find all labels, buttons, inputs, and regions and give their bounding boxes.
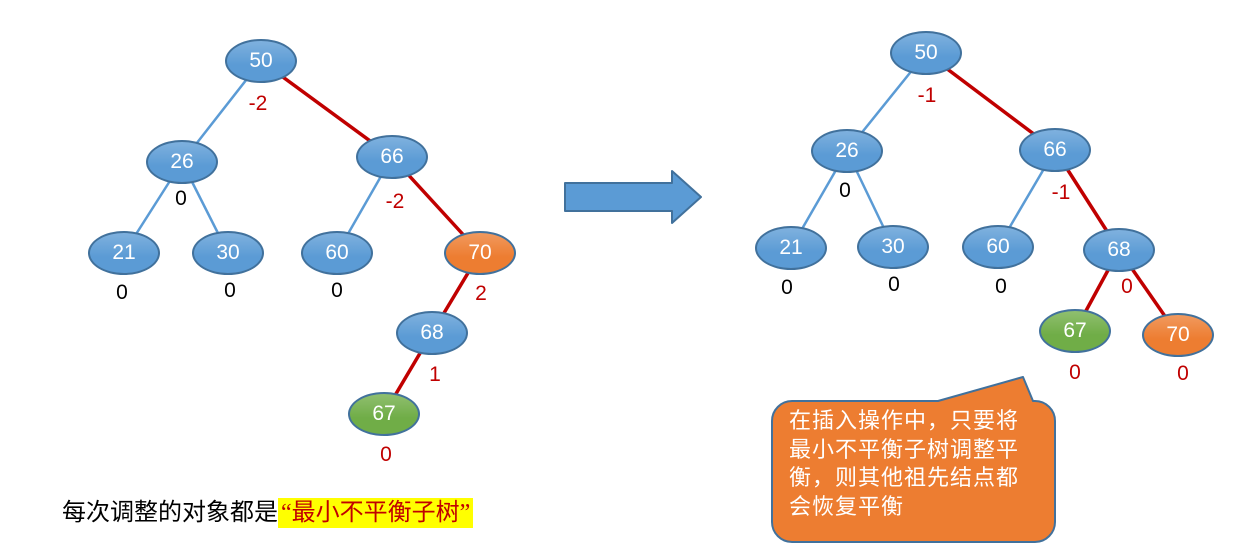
caption-prefix: 每次调整的对象都是 [62,500,278,526]
balance-factor-after-21: 0 [781,276,793,299]
balance-factor-after-50: -1 [917,84,937,107]
caption: 每次调整的对象都是“最小不平衡子树” [62,492,474,528]
node-after-68: 68 [1083,228,1155,272]
balance-factor-after-66: -1 [1051,181,1071,204]
node-before-67: 67 [348,392,420,436]
balance-factor-before-67: 0 [380,443,392,466]
callout-line-1: 在插入操作中，只要将 [789,408,1020,433]
node-after-66: 66 [1019,128,1091,172]
node-after-26: 26 [811,129,883,173]
node-before-21: 21 [88,231,160,275]
node-after-60: 60 [962,225,1034,269]
callout-bubble [771,376,1056,543]
balance-factor-after-30: 0 [888,273,900,296]
callout-line-4: 会恢复平衡 [789,493,905,519]
node-before-68: 68 [396,311,468,355]
node-before-70: 70 [444,231,516,275]
node-after-30: 30 [857,225,929,269]
caption-highlight: “最小不平衡子树” [278,498,474,528]
balance-factor-before-70: 2 [475,282,487,305]
balance-factor-before-68: 1 [429,363,441,386]
node-after-67: 67 [1039,309,1111,353]
balance-factor-after-70: 0 [1177,362,1189,385]
node-after-50: 50 [890,31,962,75]
balance-factor-before-60: 0 [331,279,343,302]
balance-factor-after-26: 0 [839,179,851,202]
balance-factor-before-21: 0 [116,281,128,304]
callout-line-2: 最小不平衡子树调整平 [789,436,1020,462]
balance-factor-before-50: -2 [248,92,268,115]
transition-arrow-icon [564,170,702,224]
node-before-66: 66 [356,135,428,179]
balance-factor-after-68: 0 [1121,275,1133,298]
balance-factor-before-26: 0 [175,187,187,210]
balance-factor-after-67: 0 [1069,361,1081,384]
node-before-30: 30 [192,231,264,275]
node-before-50: 50 [225,39,297,83]
node-before-26: 26 [146,140,218,184]
balance-factor-before-30: 0 [224,279,236,302]
node-before-60: 60 [301,231,373,275]
node-after-21: 21 [755,226,827,270]
balance-factor-before-66: -2 [385,190,405,213]
callout-text: 在插入操作中，只要将 最小不平衡子树调整平 衡，则其他祖先结点都 会恢复平衡 [789,407,1049,521]
callout-line-3: 衡，则其他祖先结点都 [789,465,1020,490]
node-after-70: 70 [1142,313,1214,357]
balance-factor-after-60: 0 [995,275,1007,298]
